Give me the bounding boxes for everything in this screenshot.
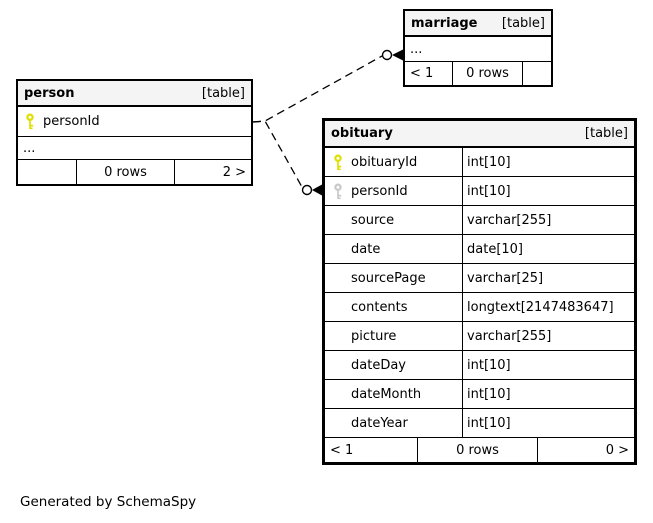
- column-name: dateDay: [351, 357, 406, 373]
- table-person-footer: 0 rows 2 >: [18, 160, 251, 184]
- column-type: varchar[255]: [462, 206, 634, 234]
- column-type: int[10]: [462, 380, 634, 408]
- table-person-header[interactable]: person [table]: [18, 81, 251, 107]
- table-type-label: [table]: [584, 126, 628, 141]
- column-name: source: [351, 212, 395, 228]
- column-name: dateMonth: [351, 386, 422, 402]
- generated-by-note: Generated by SchemaSpy: [20, 494, 197, 510]
- table-row: personId: [18, 107, 251, 137]
- column-name-cell: dateMonth: [325, 380, 462, 408]
- foreign-key-icon: [333, 182, 343, 200]
- column-name-cell: personId: [18, 107, 100, 136]
- table-row: sourcePage varchar[25]: [325, 264, 634, 293]
- column-type: longtext[2147483647]: [462, 293, 634, 321]
- table-row: personId int[10]: [325, 177, 634, 206]
- arrowhead-icon: [312, 184, 322, 196]
- table-row: dateYear int[10]: [325, 409, 634, 438]
- arrowhead-icon: [392, 49, 403, 61]
- table-marriage-header[interactable]: marriage [table]: [405, 11, 551, 37]
- column-name-cell: dateDay: [325, 351, 462, 379]
- row-count: 0 rows: [453, 62, 523, 85]
- table-row: date date[10]: [325, 235, 634, 264]
- column-type: varchar[25]: [462, 264, 634, 292]
- column-type: int[10]: [462, 409, 634, 437]
- column-name-cell: source: [325, 206, 462, 234]
- children-count: [523, 62, 551, 85]
- cardinality-circle: [301, 184, 313, 196]
- children-count: 0 >: [605, 442, 629, 458]
- parents-count: < 1: [325, 438, 418, 462]
- collapsed-columns-row: ...: [18, 137, 251, 160]
- children-count: 2 >: [222, 164, 246, 180]
- primary-key-icon: [333, 153, 343, 171]
- row-count: 0 rows: [77, 160, 175, 184]
- column-type: varchar[255]: [462, 322, 634, 350]
- relationship-line-person-marriage: [252, 55, 383, 123]
- table-row: dateDay int[10]: [325, 351, 634, 380]
- column-name: dateYear: [351, 415, 408, 431]
- table-obituary-header[interactable]: obituary [table]: [325, 121, 634, 148]
- table-name: obituary: [331, 126, 393, 141]
- table-row: contents longtext[2147483647]: [325, 293, 634, 322]
- column-name-cell: date: [325, 235, 462, 263]
- ellipsis-label: ...: [410, 41, 423, 57]
- collapsed-columns-row: ...: [405, 37, 551, 62]
- column-name-cell: contents: [325, 293, 462, 321]
- table-name: marriage: [411, 15, 478, 31]
- column-type: int[10]: [462, 177, 634, 205]
- primary-key-icon: [25, 113, 35, 130]
- column-name-cell: obituaryId: [325, 148, 462, 176]
- table-marriage: marriage [table] ... < 1 0 rows: [403, 9, 553, 87]
- table-obituary: obituary [table] obituaryId int[10] pers…: [322, 118, 637, 465]
- ellipsis-label: ...: [23, 140, 36, 156]
- relationship-line-person-obituary: [252, 120, 303, 188]
- table-marriage-footer: < 1 0 rows: [405, 62, 551, 85]
- column-name: personId: [43, 114, 100, 129]
- table-obituary-footer: < 1 0 rows 0 >: [325, 438, 634, 462]
- column-name-cell: picture: [325, 322, 462, 350]
- column-name-cell: personId: [325, 177, 462, 205]
- column-name: sourcePage: [351, 270, 426, 286]
- table-row: obituaryId int[10]: [325, 148, 634, 177]
- table-row: source varchar[255]: [325, 206, 634, 235]
- parents-count: [18, 160, 77, 184]
- table-row: picture varchar[255]: [325, 322, 634, 351]
- column-type: int[10]: [462, 351, 634, 379]
- column-type: date[10]: [462, 235, 634, 263]
- table-type-label: [table]: [201, 85, 245, 101]
- row-count: 0 rows: [418, 438, 538, 462]
- column-name: personId: [351, 183, 408, 199]
- parents-count: < 1: [405, 62, 453, 85]
- column-name: contents: [351, 299, 408, 315]
- column-name: date: [351, 241, 381, 257]
- column-name: picture: [351, 328, 397, 344]
- column-name: obituaryId: [351, 154, 418, 170]
- column-type: int[10]: [462, 148, 634, 176]
- table-person: person [table] personId ... 0 rows 2 >: [16, 79, 253, 186]
- column-name-cell: dateYear: [325, 409, 462, 437]
- table-type-label: [table]: [501, 15, 545, 31]
- table-name: person: [24, 85, 75, 101]
- column-name-cell: sourcePage: [325, 264, 462, 292]
- table-row: dateMonth int[10]: [325, 380, 634, 409]
- cardinality-circle: [381, 49, 393, 61]
